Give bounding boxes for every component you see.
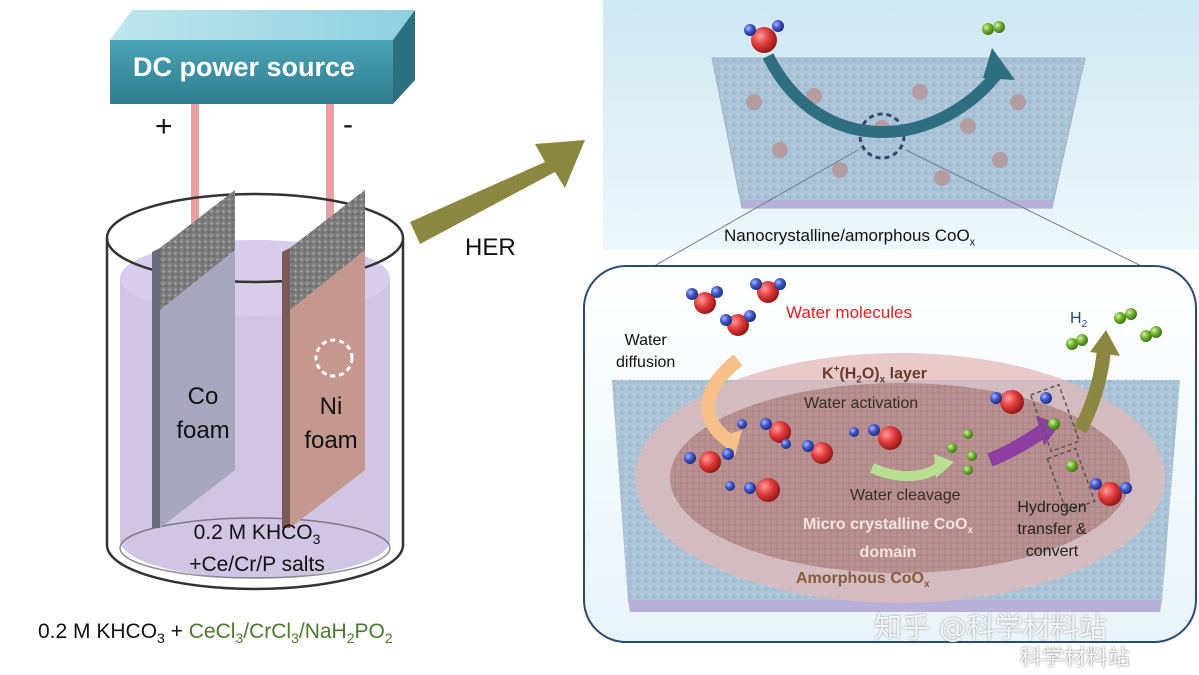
- recipe-cecl-sub: 3: [235, 630, 244, 647]
- micro-crystalline-line1: Micro crystalline CoO: [802, 516, 968, 533]
- k-layer-plus: +: [833, 364, 840, 375]
- hydrogen-transfer-line1: Hydrogen: [1017, 499, 1087, 516]
- dc-power-source-label: DC power source: [133, 52, 356, 82]
- co-foam-electrode: [152, 190, 235, 528]
- co-foam-label-line1: Co: [187, 383, 219, 410]
- k-layer-k: K: [822, 365, 834, 383]
- amorphous-sub: x: [924, 579, 930, 591]
- ni-foam-label-line1: Ni: [319, 393, 343, 420]
- watermark-line2: 科学材料站: [1020, 646, 1131, 671]
- water-diffusion-line2: diffusion: [616, 354, 676, 371]
- h2-label: H2: [1070, 310, 1087, 330]
- watermark-line1: 知乎 @科学材料站: [874, 611, 1107, 644]
- h2-release-arrow: [1073, 349, 1111, 434]
- electrolyte-label: 0.2 M KHCO3 +Ce/Cr/P salts: [172, 520, 342, 578]
- h2-label-sub: 2: [1081, 319, 1088, 331]
- ni-foam-label-line2: foam: [304, 427, 358, 454]
- wires: [191, 104, 334, 234]
- water-diffusion-arrow: [701, 354, 743, 446]
- micro-crystalline-label: Micro crystalline CoOx domain: [780, 514, 996, 564]
- k-layer-x: x: [879, 374, 886, 386]
- hydrogen-transfer-line2: transfer &: [1017, 521, 1087, 538]
- positive-terminal-label: +: [155, 110, 173, 143]
- co-foam-label: Co foam: [168, 380, 238, 448]
- recipe-po-sub: 2: [384, 630, 393, 647]
- recipe-nah: /NaH: [298, 620, 347, 643]
- hydrogen-transfer-label: Hydrogen transfer & convert: [1008, 497, 1096, 563]
- water-cleavage-label: Water cleavage: [850, 487, 961, 504]
- k-layer-word: layer: [885, 365, 928, 383]
- her-label: HER: [465, 234, 516, 261]
- micro-crystalline-sub: x: [967, 525, 974, 537]
- top-caption-sub: x: [969, 236, 976, 249]
- top-caption-main: Nanocrystalline/amorphous CoO: [724, 226, 970, 245]
- hydrogen-transfer-line3: convert: [1025, 543, 1079, 560]
- hydrogen-transfer-arrow: [987, 424, 1049, 467]
- recipe-crcl-sub: 3: [291, 630, 299, 647]
- h2-molecules: [1066, 308, 1162, 350]
- amorphous-main: Amorphous CoO: [796, 570, 924, 587]
- k-layer-o: O): [861, 365, 880, 383]
- ni-foam-electrode: [282, 190, 365, 528]
- co-foam-label-line2: foam: [176, 417, 230, 444]
- water-diffusion-line1: Water: [624, 332, 667, 349]
- recipe-plus: +: [164, 620, 189, 643]
- recipe-formula: 0.2 M KHCO3 + CeCl3/CrCl3/NaH2PO2: [38, 620, 393, 646]
- recipe-khco3-sub: 3: [157, 630, 165, 647]
- water-molecules-label: Water molecules: [786, 303, 912, 322]
- micro-crystalline-line2: domain: [859, 544, 917, 562]
- recipe-cecl: CeCl: [188, 620, 236, 643]
- ni-foam-label: Ni foam: [296, 390, 366, 458]
- water-molecules: [684, 278, 1132, 506]
- recipe-nah-sub: 2: [346, 630, 355, 647]
- h2-label-h: H: [1070, 310, 1082, 327]
- dc-power-source-box: [110, 10, 415, 104]
- amorphous-label: Amorphous CoOx: [796, 570, 930, 590]
- recipe-crcl: /CrCl: [243, 620, 292, 643]
- water-diffusion-label: Water diffusion: [616, 330, 675, 374]
- k-layer-label: K+(H2O)x layer: [822, 364, 927, 386]
- hydrogen-atoms: [947, 418, 1078, 475]
- recipe-khco3: 0.2 M KHCO: [38, 620, 158, 643]
- k-layer-2: 2: [856, 374, 862, 386]
- ni-foam-highlight-circle: [314, 338, 354, 378]
- negative-terminal-label: -: [343, 108, 353, 141]
- k-layer-h: (H: [839, 365, 857, 383]
- electrolyte-line1-sub: 3: [312, 531, 321, 548]
- her-arrow: [410, 140, 585, 244]
- recipe-po: PO: [354, 620, 385, 643]
- top-panel: [603, 0, 1199, 250]
- water-activation-label: Water activation: [804, 395, 919, 412]
- top-panel-caption: Nanocrystalline/amorphous CoOx: [724, 226, 975, 248]
- electrolyte-line2: +Ce/Cr/P salts: [189, 553, 325, 577]
- electrolyte-line1: 0.2 M KHCO: [193, 521, 313, 544]
